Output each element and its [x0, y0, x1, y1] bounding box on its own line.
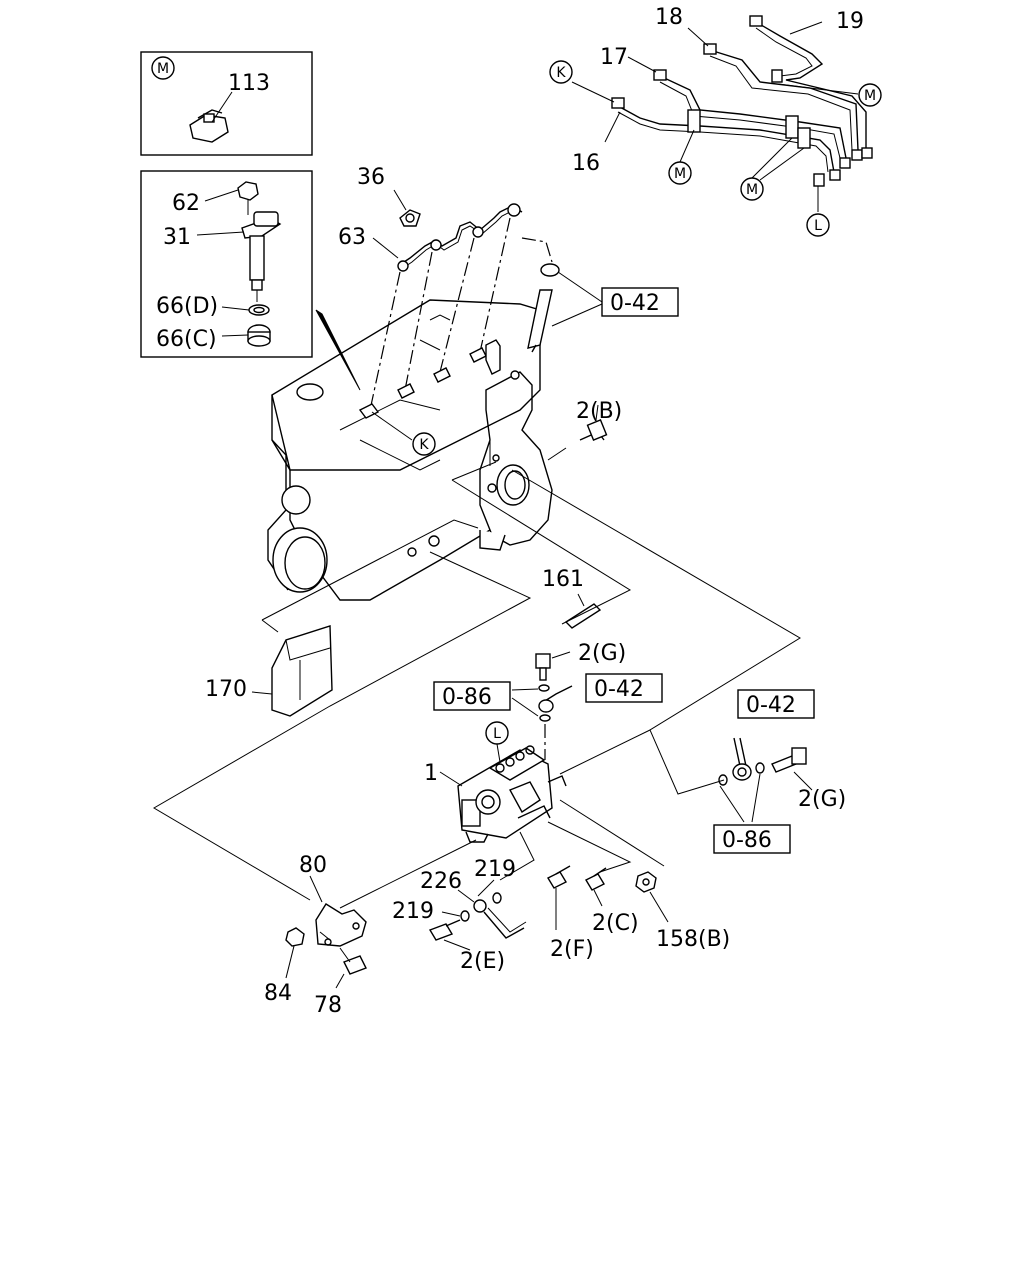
- label-226: 226: [420, 869, 462, 894]
- label-161: 161: [542, 567, 584, 592]
- svg-text:0-86: 0-86: [442, 685, 492, 710]
- bracket-80: [285, 875, 367, 989]
- label-1: 1: [424, 761, 438, 786]
- ref-box-0-86-right[interactable]: 0-86: [713, 824, 791, 854]
- svg-text:M: M: [674, 166, 686, 182]
- label-62: 62: [172, 191, 200, 216]
- label-158b: 158(B): [656, 927, 730, 952]
- label-16: 16: [572, 151, 600, 176]
- marker-m-lines-bottom: M: [740, 177, 764, 201]
- marker-l-pump: L: [485, 721, 509, 763]
- label-84: 84: [264, 981, 292, 1006]
- mounting-lines: [153, 461, 801, 909]
- svg-text:L: L: [493, 726, 501, 742]
- ref-box-0-42-right[interactable]: 0-42: [737, 689, 815, 719]
- ref-box-0-42-top[interactable]: 0-42: [601, 287, 679, 317]
- label-113: 113: [228, 71, 270, 96]
- svg-text:K: K: [419, 437, 429, 453]
- marker-k-engine: K: [371, 411, 436, 456]
- svg-text:0-42: 0-42: [610, 291, 660, 316]
- bolt-2b: [547, 404, 608, 461]
- leak-off-pipe: [358, 189, 603, 419]
- svg-text:K: K: [556, 65, 566, 81]
- label-80: 80: [299, 853, 327, 878]
- svg-text:M: M: [864, 88, 876, 104]
- marker-m-lines-center: M: [668, 161, 692, 185]
- label-36: 36: [357, 165, 385, 190]
- lower-fasteners: [428, 865, 669, 951]
- marker-m-inset: M: [151, 56, 175, 80]
- marker-k-top: K: [549, 60, 573, 84]
- wedge-pointer: [315, 309, 361, 391]
- label-170: 170: [205, 677, 247, 702]
- svg-text:0-86: 0-86: [722, 828, 772, 853]
- ref-box-0-42-mid[interactable]: 0-42: [585, 673, 663, 703]
- label-31: 31: [163, 225, 191, 250]
- ref-box-0-86-mid[interactable]: 0-86: [433, 681, 511, 711]
- bolt-2g-top: [511, 651, 573, 760]
- label-66d: 66(D): [156, 294, 218, 319]
- label-78: 78: [314, 993, 342, 1018]
- label-219b: 219: [392, 899, 434, 924]
- marker-m-lines-right: M: [858, 83, 882, 107]
- label-2b: 2(B): [576, 399, 622, 424]
- label-66c: 66(C): [156, 327, 217, 352]
- label-219a: 219: [474, 857, 516, 882]
- injection-pump: [439, 745, 567, 843]
- svg-text:0-42: 0-42: [746, 693, 796, 718]
- engine-block: [267, 299, 553, 601]
- stud-161: [564, 593, 602, 629]
- label-2g-right: 2(G): [798, 787, 846, 812]
- label-2g-top: 2(G): [578, 641, 626, 666]
- svg-text:M: M: [746, 182, 758, 198]
- inset-box-m: [140, 51, 313, 156]
- injection-pipes: [571, 15, 873, 212]
- marker-l-lines: L: [806, 213, 830, 237]
- plate-170: [251, 625, 333, 717]
- label-2e: 2(E): [460, 949, 505, 974]
- inset-box-injector: [140, 170, 313, 358]
- label-19: 19: [836, 9, 864, 34]
- svg-text:L: L: [814, 218, 822, 234]
- label-63: 63: [338, 225, 366, 250]
- svg-text:M: M: [157, 61, 169, 77]
- label-17: 17: [600, 45, 628, 70]
- bolt-2g-right: [718, 737, 813, 823]
- label-18: 18: [655, 5, 683, 30]
- label-2f: 2(F): [550, 937, 594, 962]
- svg-text:0-42: 0-42: [594, 677, 644, 702]
- label-2c: 2(C): [592, 911, 639, 936]
